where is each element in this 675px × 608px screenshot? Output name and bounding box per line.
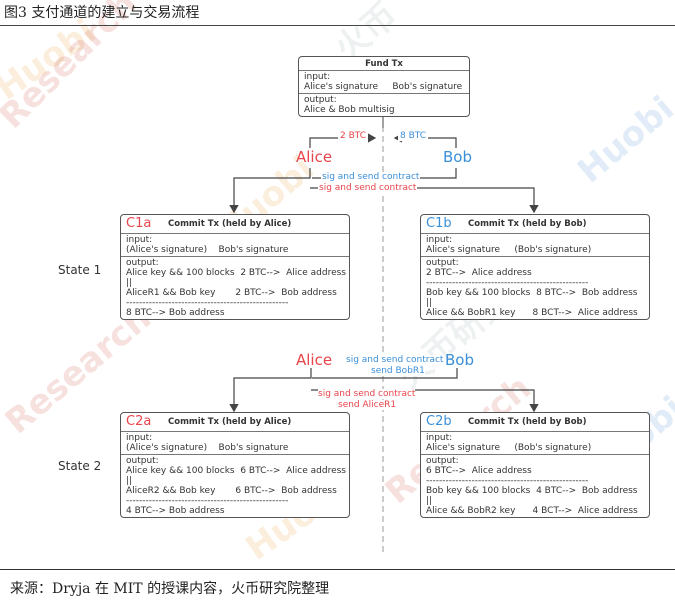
- c1b-title: Commit Tx (held by Bob): [468, 219, 587, 229]
- state-1-label: State 1: [58, 263, 102, 277]
- c1a-output-2: AliceR1 && Bob key 2 BTC--> Bob address: [126, 288, 337, 298]
- fund-tx-title: Fund Tx: [299, 57, 469, 71]
- c1b-output-1: 2 BTC--> Alice address: [426, 268, 532, 278]
- commit-tx-c2a: C2a Commit Tx (held by Alice) input: (Ali…: [120, 412, 350, 518]
- commit-tx-c2b: C2b Commit Tx (held by Bob) input: Alice'…: [420, 412, 650, 518]
- c1b-input-alice: Alice's signature: [426, 245, 501, 255]
- input-bob-signature: Bob's signature: [392, 82, 463, 92]
- mid-red-line1: sig and send contract: [318, 389, 416, 399]
- c2b-output-label: output:: [426, 456, 459, 466]
- sig-send-contract-red: sig and send contract: [318, 183, 418, 193]
- c2a-output: output: Alice key && 100 blocks 6 BTC-->…: [121, 455, 349, 517]
- c1b-output-label: output:: [426, 258, 459, 268]
- c1a-tag: C1a: [126, 216, 152, 231]
- bob-label-top: Bob: [443, 148, 472, 166]
- c1b-input-label: input:: [426, 235, 453, 245]
- c2b-output-1: 6 BTC--> Alice address: [426, 466, 532, 476]
- c2a-or: ||: [126, 476, 133, 486]
- c2b-tag: C2b: [426, 414, 452, 429]
- c2a-output-3: 4 BTC--> Bob address: [126, 506, 225, 516]
- c2a-input-bob: Bob's signature: [218, 443, 289, 453]
- fund-tx-input: input: Alice's signature Bob's signature: [299, 71, 469, 94]
- c2a-output-2: AliceR2 && Bob key 6 BTC--> Bob address: [126, 486, 337, 496]
- source-note: 来源：Dryja 在 MIT 的授课内容，火币研究院整理: [10, 581, 330, 597]
- c2a-output-label: output:: [126, 456, 159, 466]
- c2a-title: Commit Tx (held by Alice): [168, 417, 292, 427]
- c1a-output-label: output:: [126, 258, 159, 268]
- c2a-input-alice: (Alice's signature): [126, 443, 208, 453]
- c1b-tag: C1b: [426, 216, 452, 231]
- c1a-output: output: Alice key && 100 blocks 2 BTC-->…: [121, 257, 349, 319]
- c2b-input-label: input:: [426, 433, 453, 443]
- c2a-output-1: Alice key && 100 blocks 6 BTC--> Alice a…: [126, 466, 346, 476]
- alice-label-mid: Alice: [296, 351, 333, 369]
- bottom-rule: [0, 569, 675, 570]
- sig-send-contract-blue: sig and send contract: [321, 172, 421, 182]
- mid-blue-line2: send BobR1: [371, 366, 425, 376]
- alice-amount-label: 2 BTC: [338, 131, 369, 141]
- c1a-output-1: Alice key && 100 blocks 2 BTC--> Alice a…: [126, 268, 346, 278]
- c1a-title: Commit Tx (held by Alice): [168, 219, 292, 229]
- commit-tx-c1a: C1a Commit Tx (held by Alice) input: (Ali…: [120, 214, 350, 320]
- c2b-input-bob: (Bob's signature): [514, 443, 592, 453]
- c2b-output: output: 6 BTC--> Alice address ---------…: [421, 455, 649, 517]
- output-label: output:: [304, 95, 337, 105]
- bob-amount-label: 8 BTC: [398, 131, 429, 141]
- state-2-label: State 2: [58, 459, 102, 473]
- c2a-divider: ----------------------------------------…: [126, 496, 289, 506]
- top-rule: [0, 25, 675, 26]
- c1b-output-2: Bob key && 100 blocks 8 BTC--> Bob addre…: [426, 288, 638, 298]
- c1b-divider: ----------------------------------------…: [426, 278, 589, 288]
- input-label: input:: [304, 72, 331, 82]
- c2a-tag: C2a: [126, 414, 152, 429]
- c2b-input: input: Alice's signature (Bob's signatur…: [421, 432, 649, 455]
- mid-red-line2: send AliceR1: [338, 400, 397, 410]
- c2a-input-label: input:: [126, 433, 153, 443]
- c1a-input-bob: Bob's signature: [218, 245, 289, 255]
- commit-tx-c1b: C1b Commit Tx (held by Bob) input: Alice'…: [420, 214, 650, 320]
- c1b-or: ||: [426, 298, 433, 308]
- c1a-divider: ----------------------------------------…: [126, 298, 289, 308]
- mid-blue-line1: sig and send contract: [346, 355, 444, 365]
- c1b-output: output: 2 BTC--> Alice address ---------…: [421, 257, 649, 319]
- c2b-input-alice: Alice's signature: [426, 443, 501, 453]
- fund-tx-box: Fund Tx input: Alice's signature Bob's s…: [298, 56, 470, 117]
- alice-label-top: Alice: [296, 148, 333, 166]
- c2b-output-2: Bob key && 100 blocks 4 BTC--> Bob addre…: [426, 486, 638, 496]
- c1a-input-alice: (Alice's signature): [126, 245, 208, 255]
- fund-tx-output: output: Alice & Bob multisig: [299, 94, 469, 116]
- c1a-or: ||: [126, 278, 133, 288]
- figure-caption: 图3 支付通道的建立与交易流程: [4, 5, 200, 21]
- c2a-input: input: (Alice's signature) Bob's signatu…: [121, 432, 349, 455]
- c2b-title: Commit Tx (held by Bob): [468, 417, 587, 427]
- c2b-divider: ----------------------------------------…: [426, 476, 589, 486]
- c2b-or: ||: [426, 496, 433, 506]
- c1a-input: input: (Alice's signature) Bob's signatu…: [121, 234, 349, 257]
- c1b-input: input: Alice's signature (Bob's signatur…: [421, 234, 649, 257]
- c1a-input-label: input:: [126, 235, 153, 245]
- c2b-output-3: Alice && BobR2 key 4 BCT--> Alice addres…: [426, 506, 638, 516]
- c1a-output-3: 8 BTC--> Bob address: [126, 308, 225, 318]
- c1b-output-3: Alice && BobR1 key 8 BCT--> Alice addres…: [426, 308, 638, 318]
- bob-label-mid: Bob: [445, 351, 474, 369]
- c1b-input-bob: (Bob's signature): [514, 245, 592, 255]
- output-multisig: Alice & Bob multisig: [304, 105, 395, 115]
- input-alice-signature: Alice's signature: [304, 82, 379, 92]
